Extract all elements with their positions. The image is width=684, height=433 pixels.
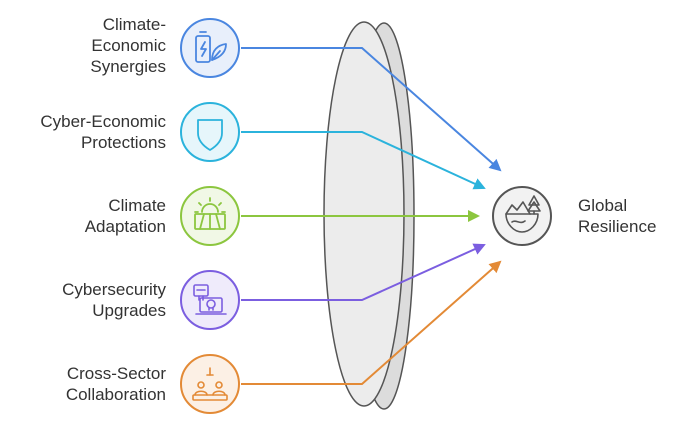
arrow-climate-economic: [241, 47, 502, 172]
lens: [323, 21, 415, 410]
input-node-4: [180, 354, 240, 414]
input-node-3: [180, 270, 240, 330]
input-label-1-line-0: Cyber-Economic: [40, 112, 166, 131]
shield-icon: [197, 119, 223, 151]
arrow-cyber-economic: [241, 131, 486, 190]
output-label-line-1: Resilience: [578, 217, 657, 236]
input-node-1: [180, 102, 240, 162]
input-label-4-line-1: Collaboration: [65, 385, 166, 404]
input-node-2: [180, 186, 240, 246]
input-label-0-line-2: Synergies: [90, 57, 166, 76]
arrow-cross-sector: [241, 260, 502, 385]
input-label-3: Cybersecurity Upgrades: [6, 279, 166, 321]
output-label-line-0: Global: [578, 196, 628, 215]
battery-leaf-icon: [195, 31, 227, 63]
output-node: [492, 186, 552, 246]
input-label-0-line-0: Climate-: [102, 15, 166, 34]
input-label-2: Climate Adaptation: [6, 195, 166, 237]
meeting-table-icon: [192, 367, 228, 401]
input-label-3-line-0: Cybersecurity: [62, 280, 166, 299]
input-label-0: Climate- Economic Synergies: [6, 14, 166, 77]
output-label: Global Resilience: [578, 195, 656, 237]
input-label-0-line-1: Economic: [91, 36, 166, 55]
computer-skull-icon: [193, 284, 227, 315]
arrows: [241, 47, 502, 385]
input-label-1-line-1: Protections: [80, 133, 166, 152]
input-label-3-line-1: Upgrades: [92, 301, 166, 320]
arrow-cybersecurity: [241, 243, 486, 301]
input-label-2-line-1: Adaptation: [84, 217, 166, 236]
sunrise-field-icon: [194, 197, 226, 230]
input-label-4: Cross-Sector Collaboration: [6, 363, 166, 405]
input-label-4-line-0: Cross-Sector: [66, 364, 166, 383]
landscape-globe-icon: [505, 195, 541, 233]
input-node-0: [180, 18, 240, 78]
input-label-2-line-0: Climate: [108, 196, 166, 215]
input-label-1: Cyber-Economic Protections: [6, 111, 166, 153]
